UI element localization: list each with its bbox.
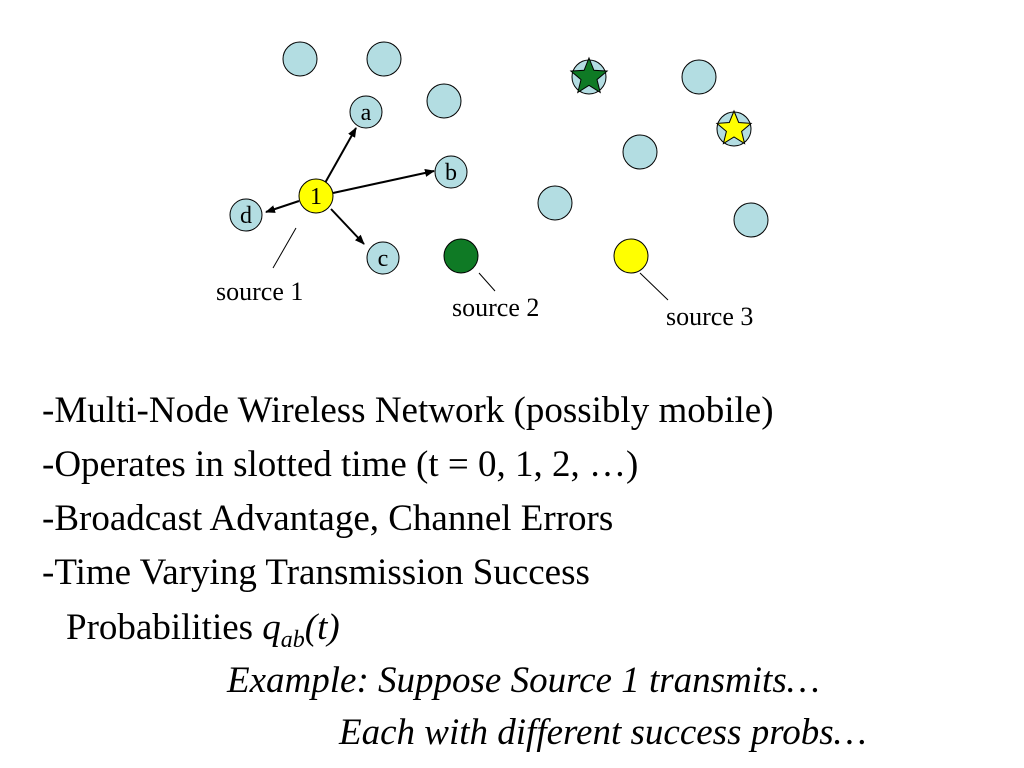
arrow-to-d bbox=[265, 200, 300, 213]
bullet-item: -Broadcast Advantage, Channel Errors bbox=[42, 498, 614, 539]
bullet-continuation: Probabilities qab(t) bbox=[66, 601, 340, 667]
example-line-2: Each with different success probs… bbox=[339, 712, 867, 753]
bullet-item: -Multi-Node Wireless Network (possibly m… bbox=[42, 390, 774, 431]
source3-node bbox=[613, 238, 649, 274]
source1-callout-line bbox=[272, 227, 297, 269]
network-node bbox=[537, 185, 573, 221]
source2-callout-line bbox=[478, 272, 496, 292]
bullet-list: -Multi-Node Wireless Network (possibly m… bbox=[42, 384, 774, 600]
source2-node bbox=[443, 238, 479, 274]
probability-symbol: q bbox=[262, 607, 281, 648]
probability-argument: (t) bbox=[304, 607, 340, 648]
network-node bbox=[366, 41, 402, 77]
network-node bbox=[622, 134, 658, 170]
node-c-label: c bbox=[378, 246, 389, 272]
star-yellow-icon bbox=[715, 109, 753, 145]
node-a-label: a bbox=[361, 100, 372, 126]
source1-node-label: 1 bbox=[310, 184, 322, 210]
source3-label: source 3 bbox=[666, 302, 753, 331]
node-c: c bbox=[366, 241, 400, 275]
arrow-to-b bbox=[332, 169, 435, 194]
network-node bbox=[282, 41, 318, 77]
node-b: b bbox=[434, 155, 468, 189]
arrow-to-c bbox=[330, 208, 365, 245]
network-diagram: a b c d 1 source 1 source 2 source 3 bbox=[216, 41, 769, 331]
node-d: d bbox=[229, 198, 263, 232]
example-line-1: Example: Suppose Source 1 transmits… bbox=[227, 660, 820, 701]
bullet-item: -Time Varying Transmission Success bbox=[42, 552, 590, 593]
continuation-prefix: Probabilities bbox=[66, 607, 263, 648]
network-node bbox=[733, 202, 769, 238]
network-node bbox=[426, 83, 462, 119]
source1-label: source 1 bbox=[216, 277, 303, 306]
node-a: a bbox=[349, 95, 383, 129]
source3-callout-line bbox=[639, 272, 669, 301]
source1-node: 1 bbox=[298, 178, 334, 214]
node-b-label: b bbox=[445, 160, 457, 186]
star-green-icon bbox=[569, 56, 609, 94]
bullet-item: -Operates in slotted time (t = 0, 1, 2, … bbox=[42, 444, 639, 485]
arrow-to-a bbox=[324, 127, 357, 184]
source2-label: source 2 bbox=[452, 293, 539, 322]
network-node bbox=[681, 59, 717, 95]
probability-subscript: ab bbox=[280, 627, 305, 653]
node-d-label: d bbox=[240, 203, 252, 229]
